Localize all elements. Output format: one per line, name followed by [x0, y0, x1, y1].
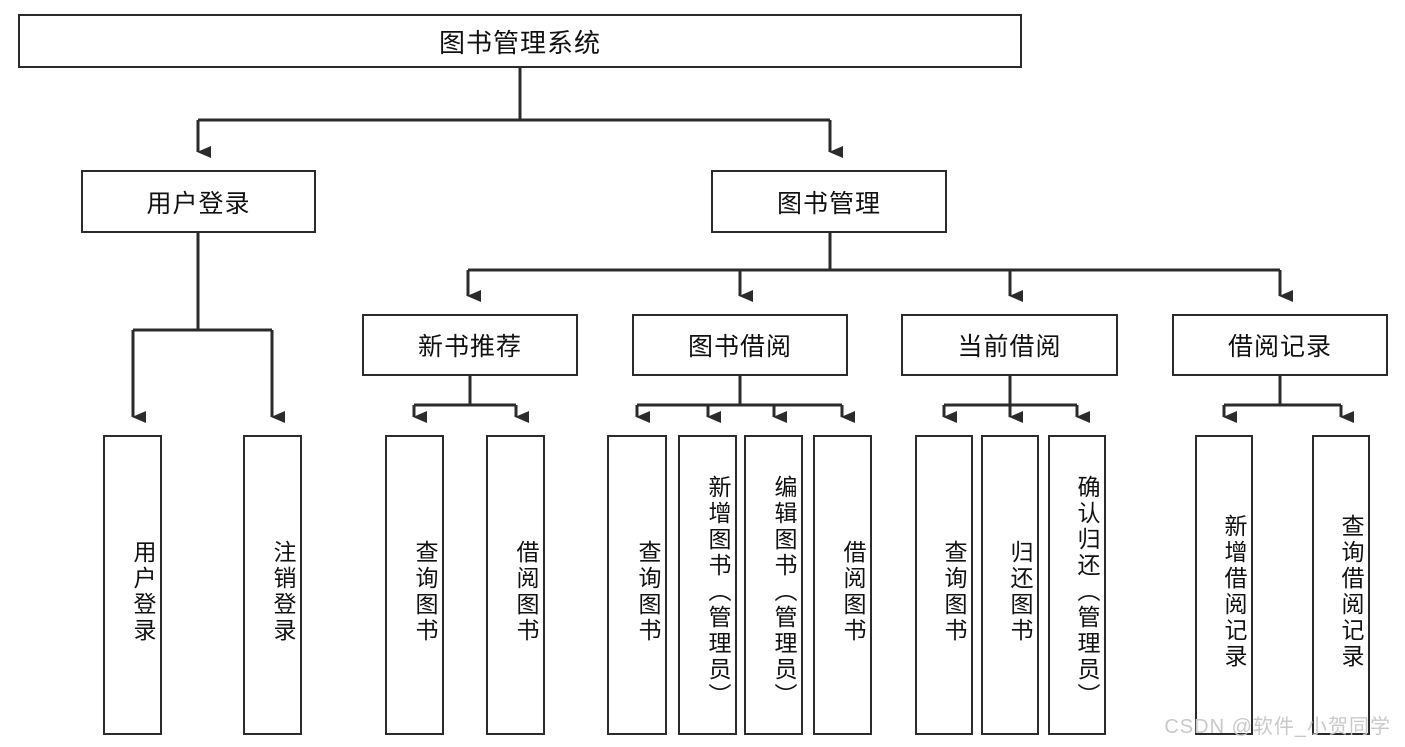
node-current-borrow[interactable]: 当前借阅: [901, 314, 1118, 376]
node-leaf-return-book[interactable]: 归还图书: [981, 435, 1039, 735]
node-leaf-confirm-return[interactable]: 确认归还（管理员）: [1048, 435, 1106, 735]
node-leaf-query-book-3[interactable]: 查询图书: [915, 435, 973, 735]
node-leaf-query-book-2[interactable]: 查询图书: [607, 435, 667, 735]
node-leaf-logout[interactable]: 注销登录: [243, 435, 302, 735]
node-book-borrow[interactable]: 图书借阅: [632, 314, 848, 376]
node-leaf-add-record[interactable]: 新增借阅记录: [1195, 435, 1253, 735]
csdn-watermark: CSDN @软件_小贺同学: [1164, 716, 1391, 738]
node-new-book-recommend[interactable]: 新书推荐: [362, 314, 578, 376]
node-leaf-borrow-book-2[interactable]: 借阅图书: [813, 435, 872, 735]
node-book-manage[interactable]: 图书管理: [711, 170, 947, 233]
node-leaf-edit-book[interactable]: 编辑图书（管理员）: [744, 435, 803, 735]
node-leaf-user-login[interactable]: 用户登录: [103, 435, 162, 735]
node-leaf-borrow-book-1[interactable]: 借阅图书: [486, 435, 545, 735]
node-borrow-record[interactable]: 借阅记录: [1172, 314, 1388, 376]
node-leaf-query-book-1[interactable]: 查询图书: [385, 435, 444, 735]
node-leaf-query-record[interactable]: 查询借阅记录: [1312, 435, 1370, 735]
node-root[interactable]: 图书管理系统: [18, 14, 1022, 68]
node-user-login[interactable]: 用户登录: [81, 170, 316, 233]
node-leaf-add-book[interactable]: 新增图书（管理员）: [678, 435, 737, 735]
